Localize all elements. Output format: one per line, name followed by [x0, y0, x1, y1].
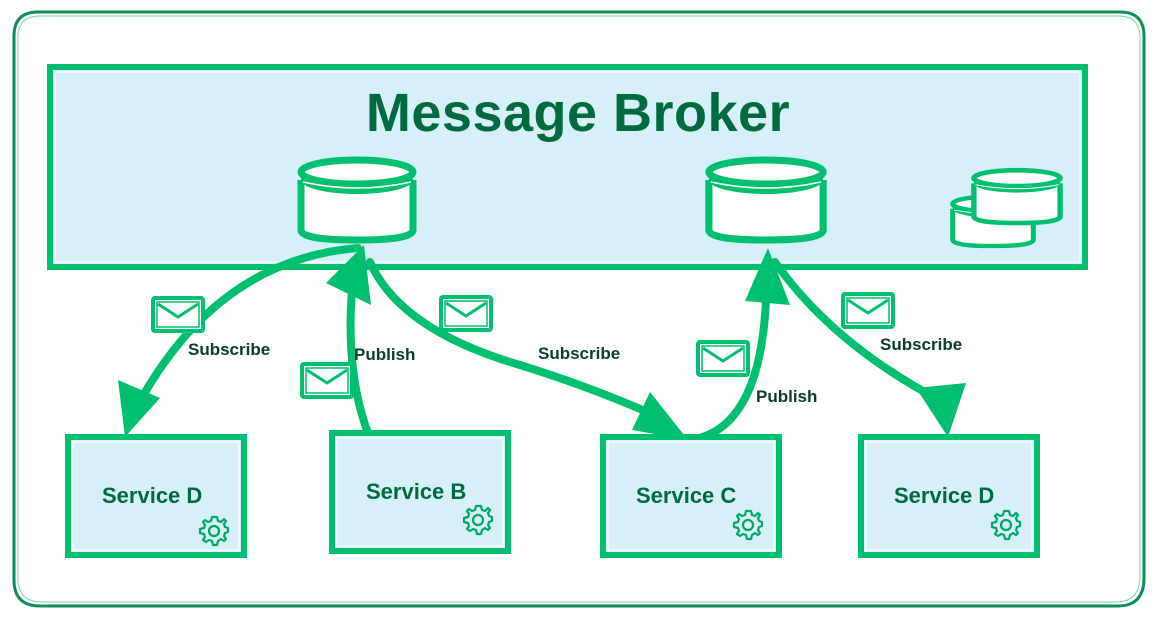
- message-broker-box: [47, 64, 1088, 270]
- arrowhead: [326, 245, 371, 305]
- connection-queue1-to-service-d-left: [118, 244, 362, 437]
- message-broker-title: Message Broker: [365, 83, 791, 143]
- connection-queue2-to-service-d-right: [771, 258, 966, 437]
- arrowhead: [632, 392, 688, 440]
- service-label: Service D: [894, 483, 995, 508]
- connection-label: Publish: [354, 345, 416, 364]
- envelope-icon: [841, 292, 895, 329]
- arrowhead: [916, 383, 966, 437]
- service-c-box[interactable]: [600, 434, 782, 558]
- envelope-icon: [439, 295, 493, 332]
- connection-label: Publish: [756, 387, 818, 406]
- service-label: Service D: [102, 483, 203, 508]
- envelope-icon: [300, 362, 354, 399]
- service-label: Service C: [636, 483, 737, 508]
- arrowhead: [118, 380, 160, 437]
- queue-2-cylinder-icon: [709, 160, 823, 240]
- service-label: Service B: [366, 479, 467, 504]
- connection-label: Subscribe: [188, 340, 271, 359]
- connection-queue1-to-service-c: [366, 258, 688, 440]
- service-d-right-box[interactable]: [858, 434, 1040, 558]
- envelope-icon: [151, 296, 205, 333]
- connection-label: Subscribe: [538, 344, 621, 363]
- envelope-icon: [696, 340, 750, 377]
- connection-label: Subscribe: [880, 335, 963, 354]
- queue-1-cylinder-icon: [301, 160, 413, 240]
- arrowhead: [745, 248, 790, 305]
- service-b-box[interactable]: [329, 430, 511, 554]
